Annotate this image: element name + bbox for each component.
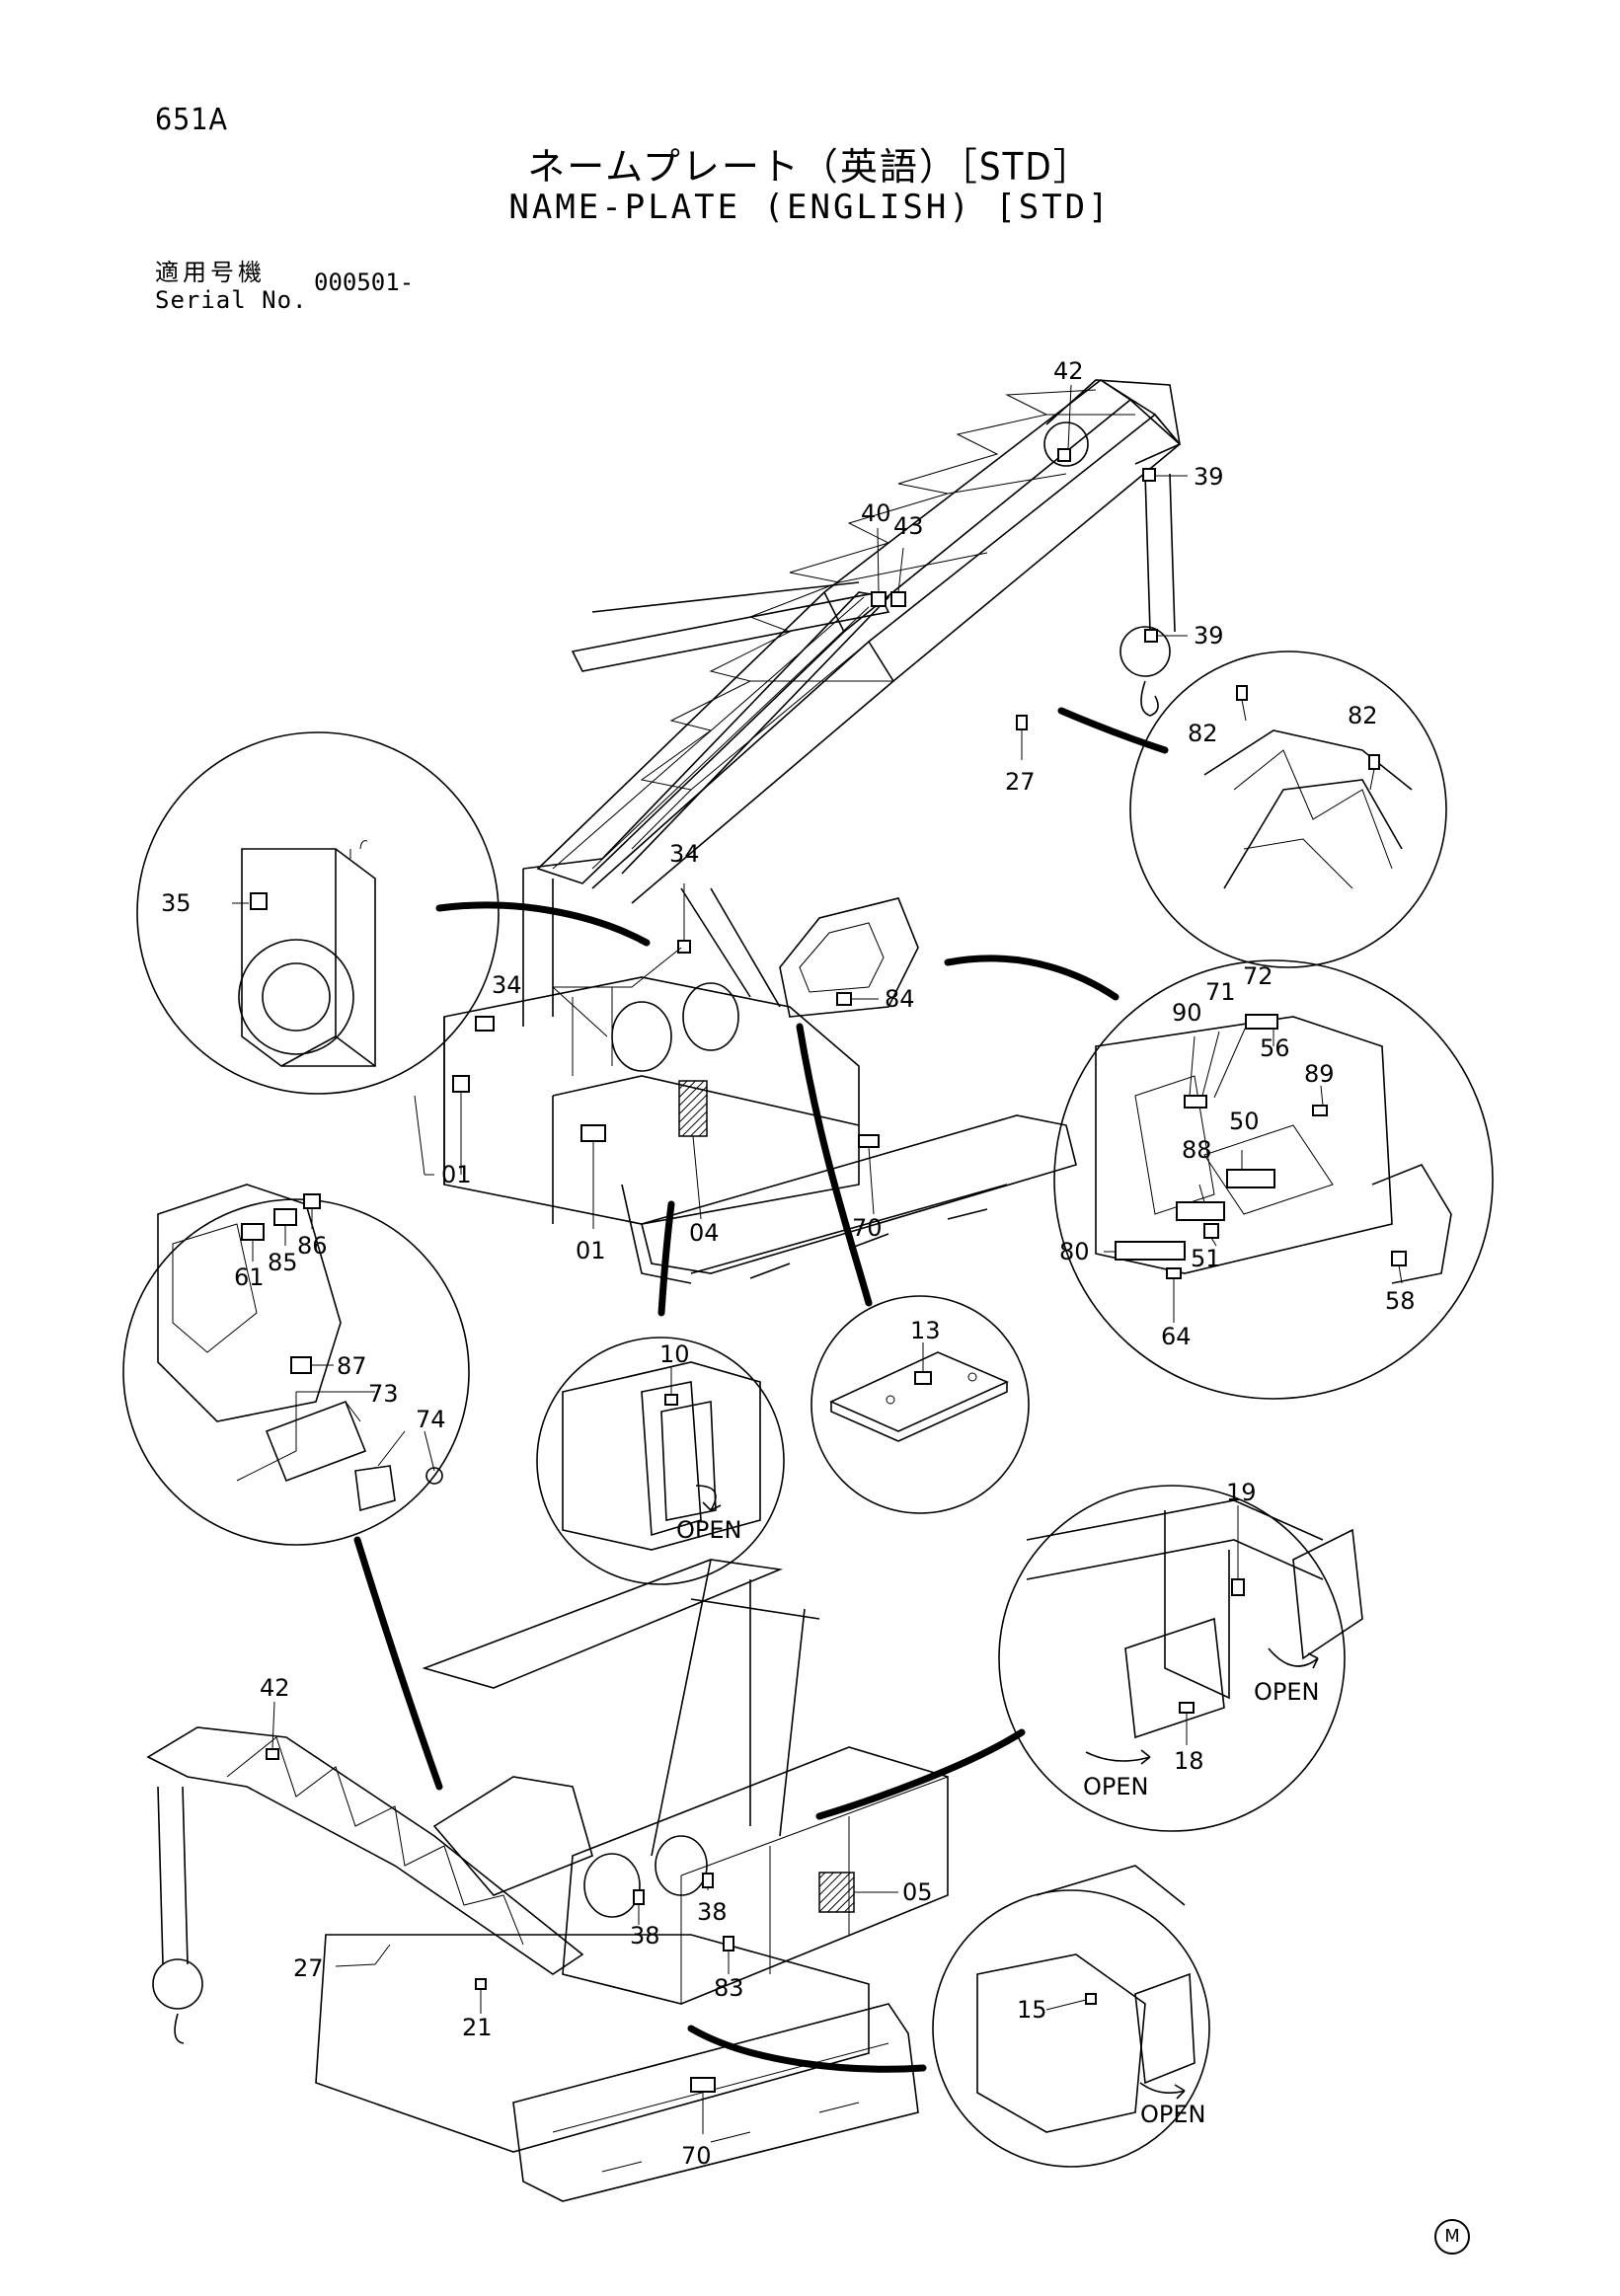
callout-86: 86	[297, 1232, 328, 1260]
callout-39: 39	[1194, 463, 1224, 491]
callout-18: 18	[1174, 1747, 1204, 1775]
callout-87: 87	[337, 1352, 367, 1380]
upper-crane-drawing	[443, 379, 1182, 1284]
main-view-plates	[452, 448, 1158, 1148]
callout-40: 40	[861, 499, 891, 527]
detail-link-35	[435, 901, 651, 947]
open-label: OPEN	[676, 1516, 741, 1544]
detail-link-cab	[944, 955, 1119, 1001]
lower-crane-drawing	[146, 1559, 949, 2202]
callout-51: 51	[1191, 1245, 1221, 1272]
callout-88: 88	[1182, 1136, 1212, 1164]
open-label: OPEN	[1140, 2101, 1205, 2128]
callout-72: 72	[1243, 962, 1273, 990]
callout-05: 05	[902, 1878, 933, 1906]
callout-84: 84	[885, 985, 915, 1013]
detail-circle-cab-interior	[1053, 959, 1494, 1400]
callout-89: 89	[1304, 1060, 1335, 1088]
open-label: OPEN	[1083, 1773, 1148, 1800]
callout-82: 82	[1188, 720, 1218, 747]
detail-link-19	[815, 1728, 1026, 1820]
callout-42: 42	[1053, 357, 1084, 385]
callout-04: 04	[689, 1219, 720, 1247]
m-symbol-mark: M	[1434, 2219, 1470, 2255]
open-label: OPEN	[1254, 1678, 1319, 1706]
callout-73: 73	[368, 1380, 399, 1408]
callout-82: 82	[1348, 702, 1378, 729]
callout-56: 56	[1260, 1034, 1290, 1062]
serial-label-japanese: 適用号機	[155, 259, 266, 286]
page-title-japanese: ネームプレート（英語）［STD］	[527, 145, 1093, 189]
callout-13: 13	[910, 1317, 941, 1344]
lower-view-leaders	[271, 1701, 898, 2134]
detail-circle-15	[932, 1865, 1210, 2168]
detail-link-10	[657, 1200, 675, 1317]
callout-50: 50	[1229, 1108, 1260, 1135]
callout-83: 83	[714, 1974, 744, 2002]
callout-90: 90	[1172, 999, 1202, 1027]
detail-circle-boom-top	[1129, 651, 1447, 968]
callout-01: 01	[441, 1161, 472, 1188]
page-title-english: NAME-PLATE (ENGLISH) [STD]	[508, 188, 1112, 227]
detail-circle-engine	[136, 731, 500, 1095]
callout-43: 43	[893, 512, 924, 540]
serial-number-value: 000501-	[314, 268, 415, 296]
detail-link-82	[1057, 707, 1169, 754]
callout-85: 85	[268, 1249, 298, 1276]
callout-10: 10	[659, 1340, 690, 1368]
callout-21: 21	[462, 2014, 493, 2041]
detail-circle-10	[536, 1337, 785, 1585]
callout-58: 58	[1385, 1287, 1416, 1315]
page-code: 651A	[155, 103, 228, 137]
callout-70: 70	[852, 1214, 883, 1242]
callout-19: 19	[1226, 1479, 1257, 1506]
callout-61: 61	[234, 1263, 265, 1291]
callout-01: 01	[576, 1237, 606, 1264]
callout-80: 80	[1059, 1238, 1090, 1265]
callout-35: 35	[161, 889, 192, 917]
callout-34: 34	[669, 840, 700, 868]
detail-circle-doors	[998, 1485, 1363, 1832]
callout-numbers: 42 39 39 40 43 82 82 27 35 34 34 84 01 0…	[161, 357, 1416, 2170]
callout-74: 74	[416, 1406, 446, 1433]
callout-39: 39	[1194, 622, 1224, 650]
callout-34: 34	[492, 971, 522, 999]
detail-link-13	[796, 1023, 873, 1307]
detail-circle-left-cab	[122, 1184, 470, 1546]
serial-label-english: Serial No.	[155, 286, 308, 314]
detail-circle-13	[810, 1295, 1030, 1514]
detail-link-left-cab	[353, 1536, 443, 1791]
callout-27: 27	[293, 1954, 324, 1982]
main-view-leaders	[232, 384, 1188, 1229]
lower-view-plates	[266, 1748, 734, 2093]
callout-38: 38	[697, 1898, 728, 1926]
callout-70: 70	[681, 2142, 712, 2170]
callout-71: 71	[1205, 978, 1236, 1006]
callout-27: 27	[1005, 768, 1036, 796]
callout-42: 42	[260, 1674, 290, 1702]
callout-38: 38	[630, 1922, 660, 1950]
detail-link-15	[687, 2025, 927, 2073]
callout-15: 15	[1017, 1996, 1047, 2024]
callout-64: 64	[1161, 1323, 1192, 1350]
